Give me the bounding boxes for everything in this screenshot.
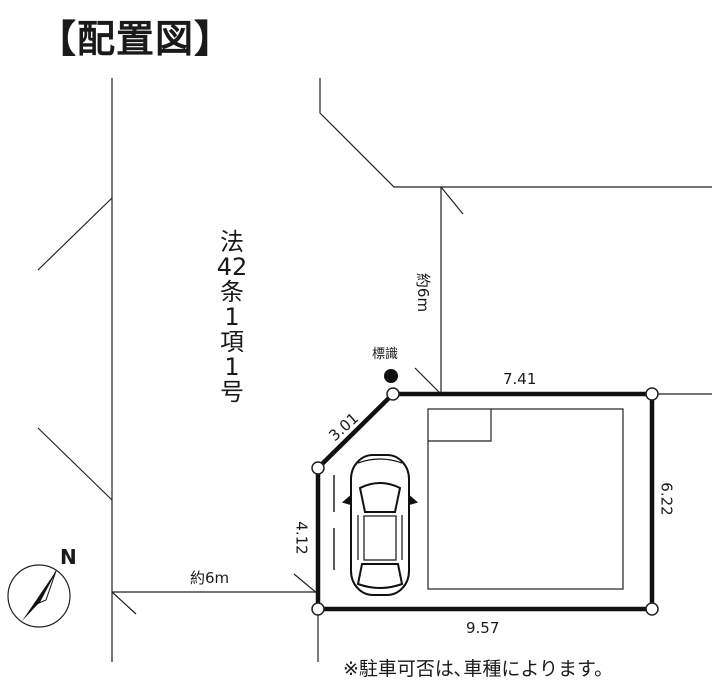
road-boundaries bbox=[37, 78, 712, 662]
page-title: 【配置図】 bbox=[38, 17, 234, 61]
parking-note: ※駐車可否は､車種によります。 bbox=[343, 658, 614, 680]
upper-neighbour-boundary bbox=[319, 78, 712, 188]
sign-marker-icon bbox=[384, 369, 398, 383]
dimension-left: 4.12 bbox=[292, 521, 311, 555]
car-icon bbox=[341, 454, 419, 596]
side-road-corner-left bbox=[111, 591, 137, 615]
dimension-right: 6.22 bbox=[657, 482, 676, 516]
road-width-vertical-label: 約6m bbox=[414, 272, 433, 313]
vertex bbox=[645, 387, 659, 401]
sign-label: 標識 bbox=[372, 347, 399, 362]
vertex bbox=[645, 602, 659, 616]
road-type-label: 法 42 条 1 項 1 号 bbox=[216, 228, 248, 406]
vertex bbox=[386, 387, 400, 401]
upper-corner-diagonal bbox=[440, 186, 464, 215]
left-diagonal-bottom bbox=[37, 427, 113, 501]
building-footprint bbox=[427, 408, 624, 590]
lot-vertices bbox=[311, 387, 659, 616]
left-diagonal-top bbox=[37, 197, 113, 271]
side-road-corner-right bbox=[293, 573, 319, 595]
lot-outline bbox=[315, 391, 655, 612]
north-label: N bbox=[60, 545, 77, 569]
vertex bbox=[311, 602, 325, 616]
lot-corner-diagonal bbox=[414, 367, 442, 395]
dimension-top: 7.41 bbox=[503, 370, 537, 388]
north-compass-icon bbox=[7, 564, 71, 628]
vertex bbox=[311, 461, 325, 475]
dimension-bottom: 9.57 bbox=[466, 619, 500, 637]
road-width-horizontal-label: 約6m bbox=[190, 569, 230, 587]
